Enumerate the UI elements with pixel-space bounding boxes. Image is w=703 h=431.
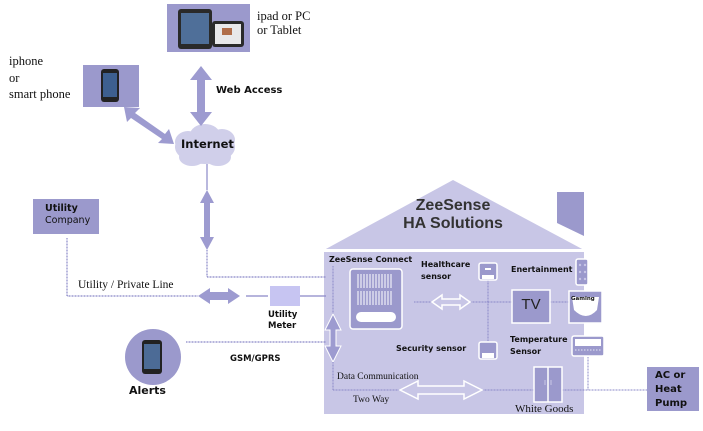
- healthcare-sensor-icon: [478, 262, 498, 281]
- alerts-label: Alerts: [129, 384, 166, 397]
- tv-label: TV: [521, 296, 541, 313]
- zeesense-connect-device: [349, 268, 403, 330]
- ac-line3: Pump: [655, 398, 688, 409]
- temperature-line1: Temperature: [510, 335, 568, 344]
- web-access-arrow: [190, 66, 212, 126]
- ipad-icon: [178, 9, 244, 49]
- iphone-icon: [101, 69, 119, 102]
- utility-meter-line1: Utility: [268, 310, 298, 320]
- entertainment-remote-icon: [575, 258, 589, 286]
- house-chimney: [557, 192, 584, 236]
- internet-label: Internet: [181, 137, 234, 151]
- house-title-line1: ZeeSense: [415, 197, 491, 214]
- utility-meter-line2: Meter: [268, 321, 297, 331]
- ac-line2: Heat: [655, 384, 682, 395]
- utility-line-arrow: [198, 288, 240, 304]
- temperature-sensor-icon: [571, 335, 605, 357]
- zeesense-connect-label: ZeeSense Connect: [329, 255, 413, 264]
- iphone-label-line3: smart phone: [9, 87, 71, 101]
- gsm-gprs-label: GSM/GPRS: [230, 354, 281, 364]
- ac-heat-pump-label: AC or Heat Pump: [655, 369, 687, 411]
- ipad-label-line1: ipad or PC: [257, 9, 311, 23]
- gaming-label: Gaming: [571, 296, 595, 302]
- two-way-data-arrow: [398, 379, 484, 401]
- healthcare-line2: sensor: [421, 272, 452, 281]
- utility-company-label: Utility Company: [45, 203, 90, 227]
- house-roof: [324, 180, 584, 250]
- white-goods-fridge-icon: [533, 366, 563, 403]
- ac-line1: AC or: [655, 370, 686, 381]
- gaming-icon: [568, 290, 603, 324]
- iphone-label-line1: iphone: [9, 54, 44, 68]
- healthcare-arrow: [430, 293, 472, 311]
- utility-company-box: [33, 199, 99, 234]
- house-title-line2: HA Solutions: [403, 215, 503, 232]
- temperature-line2: Sensor: [510, 347, 542, 356]
- security-sensor-icon: [478, 341, 498, 360]
- internet-house-arrow: [200, 190, 214, 250]
- utility-company-line1: Utility: [45, 203, 78, 214]
- data-communication-label: Data Communication: [337, 372, 419, 382]
- iphone-internet-arrow: [124, 107, 174, 144]
- internet-cloud: [175, 124, 235, 166]
- utility-meter-label: Utility Meter: [268, 310, 297, 332]
- white-goods-label: White Goods: [515, 403, 574, 415]
- tv-box: [511, 289, 551, 324]
- utility-company-line2: Company: [45, 215, 91, 226]
- healthcare-sensor-label: Healthcare sensor: [421, 259, 470, 283]
- utility-meter-box: [270, 286, 300, 306]
- ac-heat-pump-box: [647, 367, 699, 411]
- iphone-label: iphone or smart phone: [9, 53, 70, 103]
- healthcare-line1: Healthcare: [421, 260, 471, 269]
- utility-private-line-label: Utility / Private Line: [78, 279, 174, 291]
- web-access-label: Web Access: [216, 85, 283, 96]
- temperature-sensor-label: Temperature Sensor: [510, 334, 568, 358]
- ipad-label-line2: or Tablet: [257, 23, 302, 38]
- security-sensor-label: Security sensor: [396, 344, 467, 353]
- entertainment-label: Enertainment: [511, 265, 573, 274]
- ipad-label: ipad or PC or Tablet: [257, 9, 310, 38]
- two-way-label: Two Way: [353, 395, 390, 405]
- house-title: ZeeSense: [413, 196, 493, 215]
- iphone-label-line2: or: [9, 70, 20, 85]
- alerts-phone-icon: [142, 340, 162, 374]
